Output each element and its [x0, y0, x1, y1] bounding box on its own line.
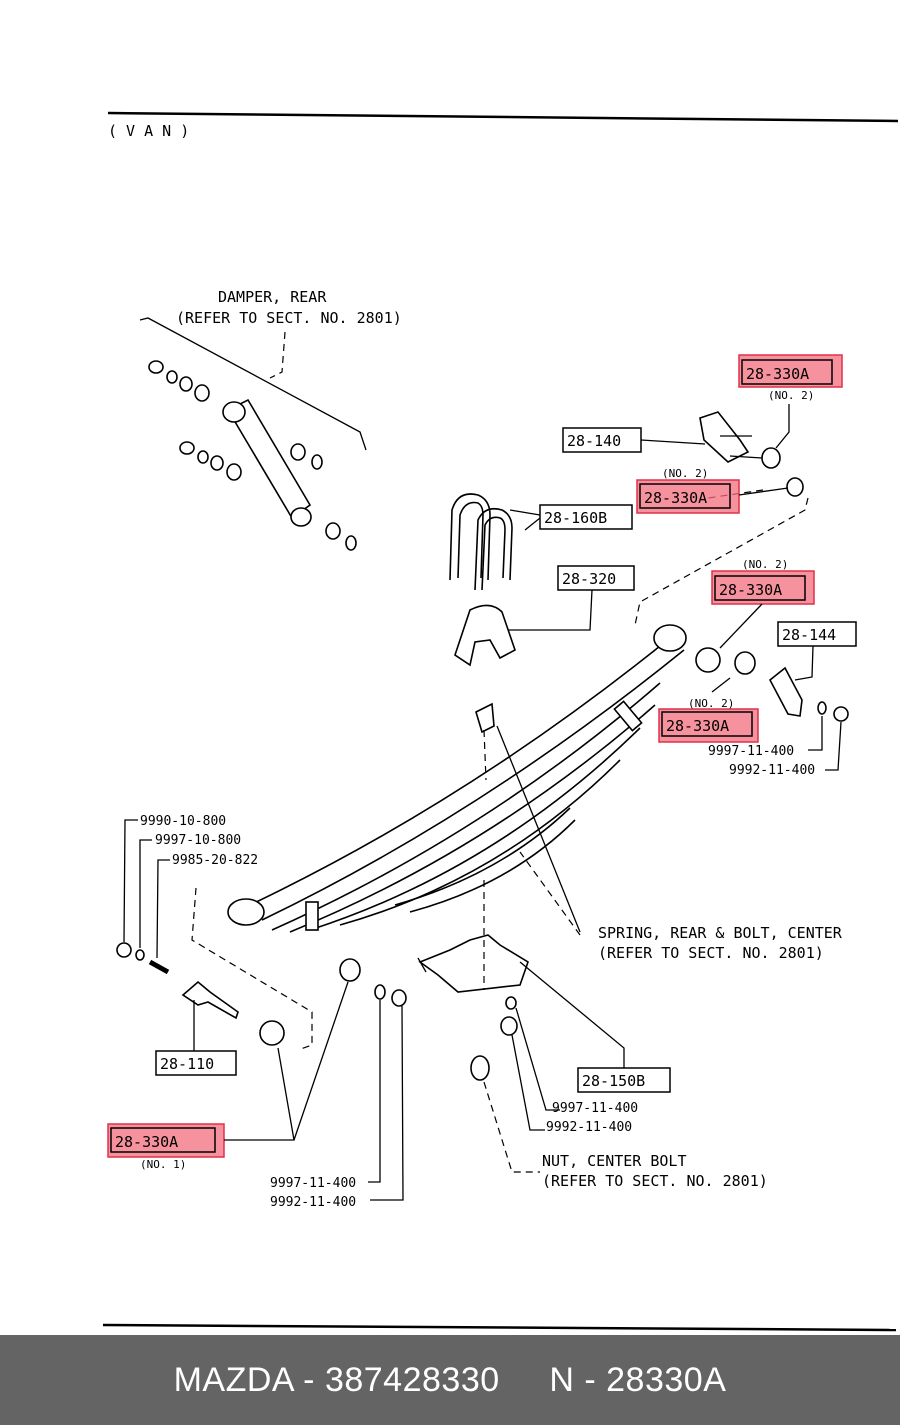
spring-leader-2	[519, 851, 581, 936]
callout-28-140-leader	[640, 439, 706, 445]
callout-28-160b-box[interactable]	[539, 504, 633, 530]
washer-left-icon	[135, 949, 145, 961]
callout-28-144-box[interactable]	[777, 621, 857, 647]
bolt-left-icon	[148, 959, 170, 975]
part-9992-11-400-center: 9992-11-400	[546, 1120, 632, 1135]
spring-leader-1	[496, 725, 581, 933]
center-bolt-nut-icon	[470, 1055, 490, 1081]
washer-icon	[817, 701, 827, 715]
part-9985-20-822: 9985-20-822	[172, 853, 258, 868]
part-9992-11-400-right: 9992-11-400	[729, 763, 815, 778]
callout-28-330a-shackle-note: (NO. 2)	[662, 467, 708, 480]
bushing-front-2-icon	[339, 958, 361, 982]
footer-gap	[500, 1361, 550, 1400]
callout-28-320: 28-320	[562, 570, 616, 588]
rear-damper-icon	[148, 360, 357, 551]
part-9992-11-400-bottom: 9992-11-400	[270, 1195, 356, 1210]
damper-note-line2: (REFER TO SECT. NO. 2801)	[176, 309, 402, 327]
part-9997-11-400-center: 9997-11-400	[552, 1101, 638, 1116]
bottom-rule	[102, 1323, 897, 1332]
washer-front-icon	[374, 984, 386, 1000]
spring-note-line1: SPRING, REAR & BOLT, CENTER	[598, 924, 843, 942]
washer-center-icon	[505, 996, 517, 1010]
bushing-front-icon	[259, 1020, 285, 1046]
part-9997-11-400-right: 9997-11-400	[708, 744, 794, 759]
callout-28-330a-bottom-note: (NO. 1)	[140, 1158, 186, 1171]
part-9990-10-800: 9990-10-800	[140, 814, 226, 829]
damper-note-line1: DAMPER, REAR	[218, 288, 327, 306]
callout-28-330a-bottom: 28-330A	[115, 1133, 178, 1151]
leaf-spring-icon	[227, 624, 687, 933]
spring-note-line2: (REFER TO SECT. NO. 2801)	[598, 944, 824, 962]
callout-28-140: 28-140	[567, 432, 621, 450]
callout-28-144: 28-144	[782, 626, 836, 644]
parts-diagram: ( V A N ) DAMPER, REAR (REFER TO SECT. N…	[102, 111, 899, 1332]
part-9997-11-400-bottom: 9997-11-400	[270, 1176, 356, 1191]
part-9997-10-800: 9997-10-800	[155, 833, 241, 848]
nut-icon	[833, 706, 849, 722]
callout-28-320-box[interactable]	[557, 565, 635, 591]
callout-28-150b: 28-150B	[582, 1072, 645, 1090]
callout-28-110-box[interactable]	[155, 1050, 237, 1076]
damper-leader	[269, 331, 286, 379]
callout-28-140-box[interactable]	[562, 427, 642, 453]
u-bolt-icon	[449, 493, 513, 591]
bracket-28-144-icon	[768, 666, 803, 717]
shackle-plate-icon	[699, 411, 804, 497]
shackle-pin-icon	[181, 980, 239, 1020]
callout-28-330a-low-note: (NO. 2)	[688, 697, 734, 710]
nut-center-icon	[500, 1016, 518, 1036]
nut-note-line1: NUT, CENTER BOLT	[542, 1152, 687, 1170]
footer-brand: MAZDA - 387428330	[173, 1360, 500, 1399]
nut-front-icon	[391, 989, 407, 1007]
shackle-dash-2	[634, 497, 809, 626]
nut-note-line2: (REFER TO SECT. NO. 2801)	[542, 1172, 768, 1190]
callout-28-330a-mid-note: (NO. 2)	[742, 558, 788, 571]
variant-label: ( V A N )	[108, 122, 189, 140]
spring-plate-icon	[417, 934, 529, 993]
footer-code: N - 28330A	[549, 1360, 727, 1399]
bushing-right-icon	[695, 647, 756, 675]
callout-28-330a-shackle: 28-330A	[644, 489, 707, 507]
callout-28-150b-box[interactable]	[577, 1067, 671, 1093]
callout-28-330a-low: 28-330A	[666, 717, 729, 735]
damper-bracket-line	[139, 317, 367, 451]
nut-left-icon	[116, 942, 132, 958]
callout-28-160b: 28-160B	[544, 509, 607, 527]
spring-seat-icon	[454, 604, 516, 667]
header-rule	[107, 111, 899, 123]
callout-28-330a-top: 28-330A	[746, 365, 809, 383]
callout-28-110: 28-110	[160, 1055, 214, 1073]
footer-bar: MAZDA - 387428330 N - 28330A	[0, 1335, 900, 1425]
callout-28-330a-mid: 28-330A	[719, 581, 782, 599]
callout-28-330a-top-note: (NO. 2)	[768, 389, 814, 402]
